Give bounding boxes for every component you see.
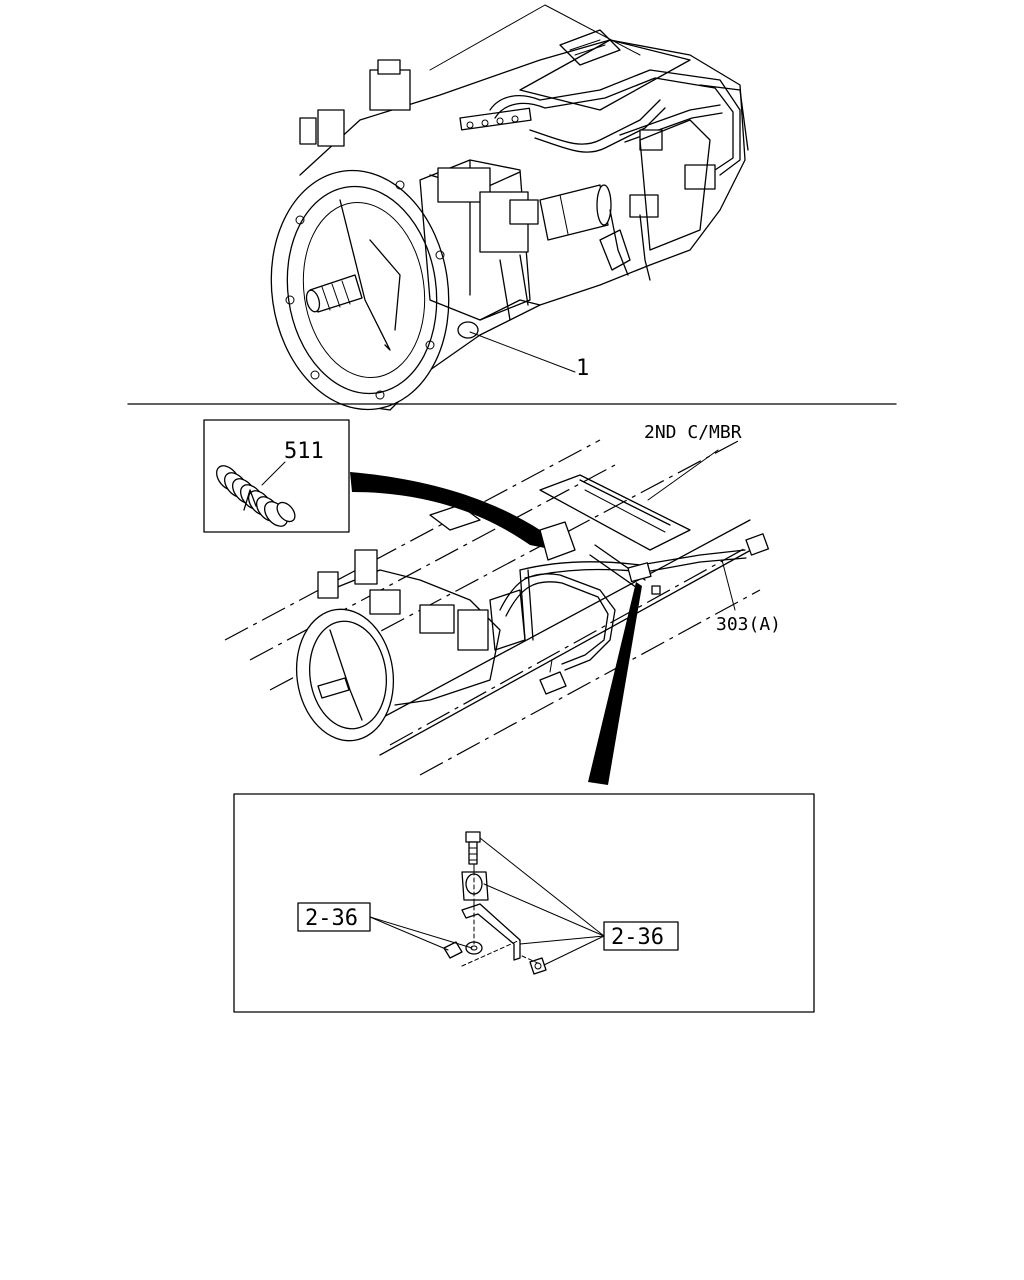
pipe-clamp (461, 865, 489, 901)
nut-right (529, 957, 547, 975)
protector-inset-frame (203, 419, 350, 533)
detail-frame (233, 793, 815, 1013)
harness-connector (745, 533, 770, 556)
second-crossmember (539, 474, 691, 551)
frame-rail-lower (389, 539, 761, 746)
callout-303a: 303(A) (716, 614, 781, 635)
ref-2-36-left: 2-36 (305, 906, 358, 931)
callout-1: 1 (576, 356, 589, 381)
callout-511: 511 (284, 439, 324, 464)
arrow-to-protector-location (350, 472, 545, 548)
arrow-to-detail (588, 582, 642, 785)
nut-left (443, 941, 483, 959)
corrugated-protector-tube (216, 465, 296, 527)
transmission-assembly-illustration: 1 (270, 4, 749, 411)
callout-2nd-crossmember: 2ND C/MBR (644, 422, 742, 443)
frame-rail-upper-left (224, 439, 601, 641)
clamp-detail-box: 2-36 2-36 (233, 793, 815, 1013)
frame-rail-lower-2 (419, 589, 761, 776)
protector-inset: 511 (203, 419, 350, 533)
ref-2-36-right: 2-36 (611, 925, 664, 950)
installation-view: 2ND C/MBR 303(A) (224, 422, 781, 785)
bolt (465, 831, 481, 865)
